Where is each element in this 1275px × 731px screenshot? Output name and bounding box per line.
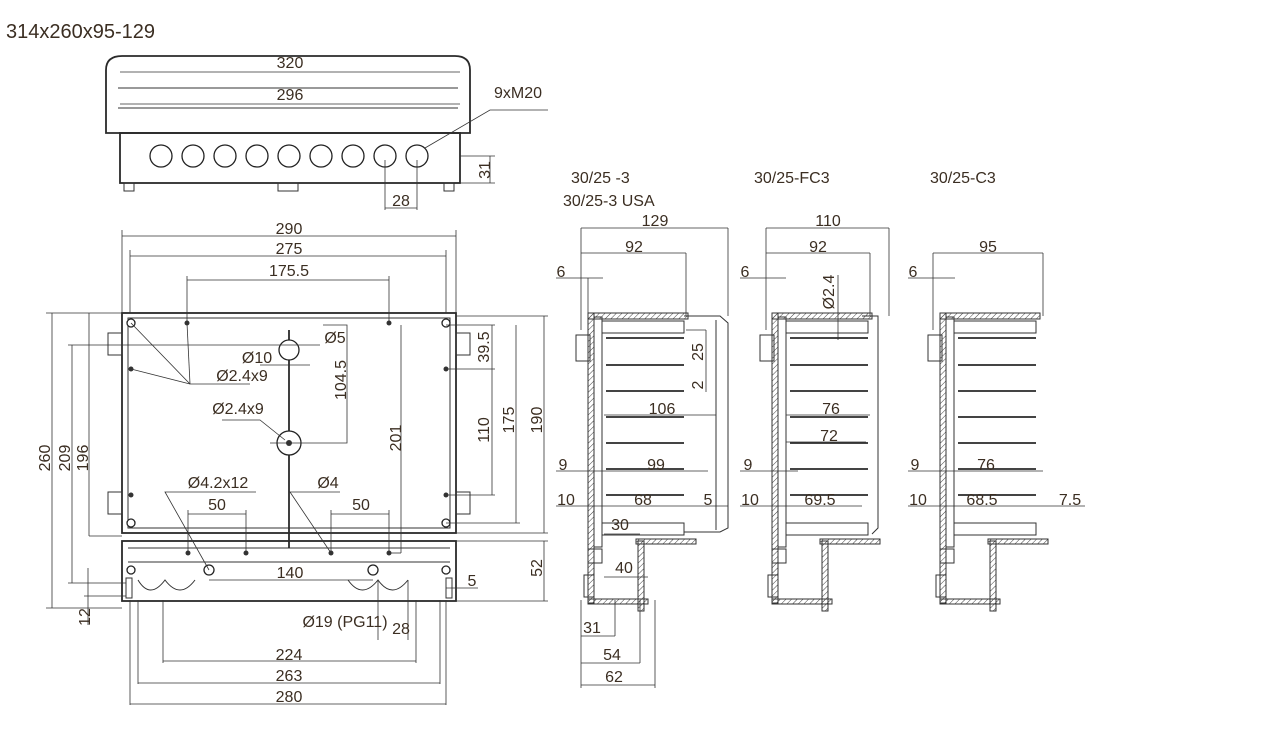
dim-209: 209 xyxy=(57,445,74,472)
dim-31-side: 31 xyxy=(583,620,601,637)
side-view-30-25-fc3: 30/25-FC3 110 92 6 Ø2.4 76 72 9 10 69.5 xyxy=(740,170,890,612)
dim-106: 106 xyxy=(649,401,676,418)
dim-2: 2 xyxy=(690,380,707,389)
label-d4: Ø4 xyxy=(317,475,338,492)
dim-175: 175 xyxy=(501,407,518,434)
label-d2-4x9-b: Ø2.4x9 xyxy=(212,401,264,418)
dim-9-b: 9 xyxy=(744,457,753,474)
dim-129: 129 xyxy=(642,213,669,230)
dim-39-5: 39.5 xyxy=(476,331,493,362)
dim-54: 54 xyxy=(603,647,621,664)
dim-110: 110 xyxy=(476,417,493,443)
side-view-30-25-c3: 30/25-C3 95 6 9 76 10 68.5 7.5 xyxy=(908,170,1085,612)
label-pg11: Ø19 (PG11) xyxy=(302,614,387,631)
dim-224: 224 xyxy=(276,647,303,664)
dim-10-b: 10 xyxy=(741,492,759,509)
dim-275: 275 xyxy=(276,241,303,258)
dim-40: 40 xyxy=(615,560,633,577)
dim-31: 31 xyxy=(477,161,494,179)
dim-72: 72 xyxy=(820,428,838,445)
dim-52: 52 xyxy=(529,559,546,577)
dim-76-b: 76 xyxy=(822,401,840,418)
dim-10-c: 10 xyxy=(909,492,927,509)
dim-68: 68 xyxy=(634,492,652,509)
dim-104-5: 104.5 xyxy=(333,360,350,400)
model-title-30-25-3: 30/25 -3 xyxy=(571,170,630,187)
dim-290: 290 xyxy=(276,221,303,238)
dim-50-right: 50 xyxy=(352,497,370,514)
label-d2-4x9-a: Ø2.4x9 xyxy=(216,368,268,385)
dim-296: 296 xyxy=(277,87,304,104)
label-d2-4: Ø2.4 xyxy=(821,275,838,310)
model-title-30-25-c3: 30/25-C3 xyxy=(930,170,996,187)
dim-50-left: 50 xyxy=(208,497,226,514)
dim-110-side: 110 xyxy=(815,213,841,230)
dim-5: 5 xyxy=(468,573,477,590)
dim-263: 263 xyxy=(276,668,303,685)
label-d4-2x12: Ø4.2x12 xyxy=(188,475,249,492)
dim-25: 25 xyxy=(690,343,707,361)
side-view-30-25-3: 30/25 -3 30/25-3 USA 129 92 6 25 2 106 9… xyxy=(556,170,729,688)
dim-9-c: 9 xyxy=(911,457,920,474)
dim-69-5: 69.5 xyxy=(804,492,835,509)
dim-140: 140 xyxy=(277,565,304,582)
model-title-30-25-3-usa: 30/25-3 USA xyxy=(563,193,655,210)
dim-190: 190 xyxy=(529,407,546,434)
dim-10-a: 10 xyxy=(557,492,575,509)
dim-28-front: 28 xyxy=(392,621,410,638)
dim-62: 62 xyxy=(605,669,623,686)
dim-99: 99 xyxy=(647,457,665,474)
dim-6-a: 6 xyxy=(557,264,566,281)
dim-175-5: 175.5 xyxy=(269,263,309,280)
dim-320: 320 xyxy=(277,55,304,72)
dim-201: 201 xyxy=(388,425,405,452)
model-title-30-25-fc3: 30/25-FC3 xyxy=(754,170,830,187)
dim-76-c: 76 xyxy=(977,457,995,474)
dim-68-5: 68.5 xyxy=(966,492,997,509)
dim-6-b: 6 xyxy=(741,264,750,281)
dim-95: 95 xyxy=(979,239,997,256)
gland-count-label: 9xM20 xyxy=(494,85,542,102)
dim-9-a: 9 xyxy=(559,457,568,474)
front-view: 290 275 175.5 Ø5 Ø10 Ø2.4x9 Ø2.4x9 104.5… xyxy=(37,221,548,706)
dim-260: 260 xyxy=(37,445,54,472)
dim-280: 280 xyxy=(276,689,303,706)
dim-196: 196 xyxy=(75,445,92,472)
dim-30: 30 xyxy=(611,517,629,534)
dim-6-c: 6 xyxy=(909,264,918,281)
dim-5-a: 5 xyxy=(704,492,713,509)
dim-92-b: 92 xyxy=(809,239,827,256)
label-d5: Ø5 xyxy=(324,330,345,347)
top-view: 320 296 9xM20 31 28 xyxy=(105,55,548,210)
drawing-title: 314x260x95-129 xyxy=(6,21,155,43)
dim-12: 12 xyxy=(77,608,94,626)
label-d10: Ø10 xyxy=(242,350,272,367)
cable-gland-holes xyxy=(149,144,429,168)
dim-7-5: 7.5 xyxy=(1059,492,1081,509)
dim-28-top: 28 xyxy=(392,193,410,210)
dim-92-a: 92 xyxy=(625,239,643,256)
